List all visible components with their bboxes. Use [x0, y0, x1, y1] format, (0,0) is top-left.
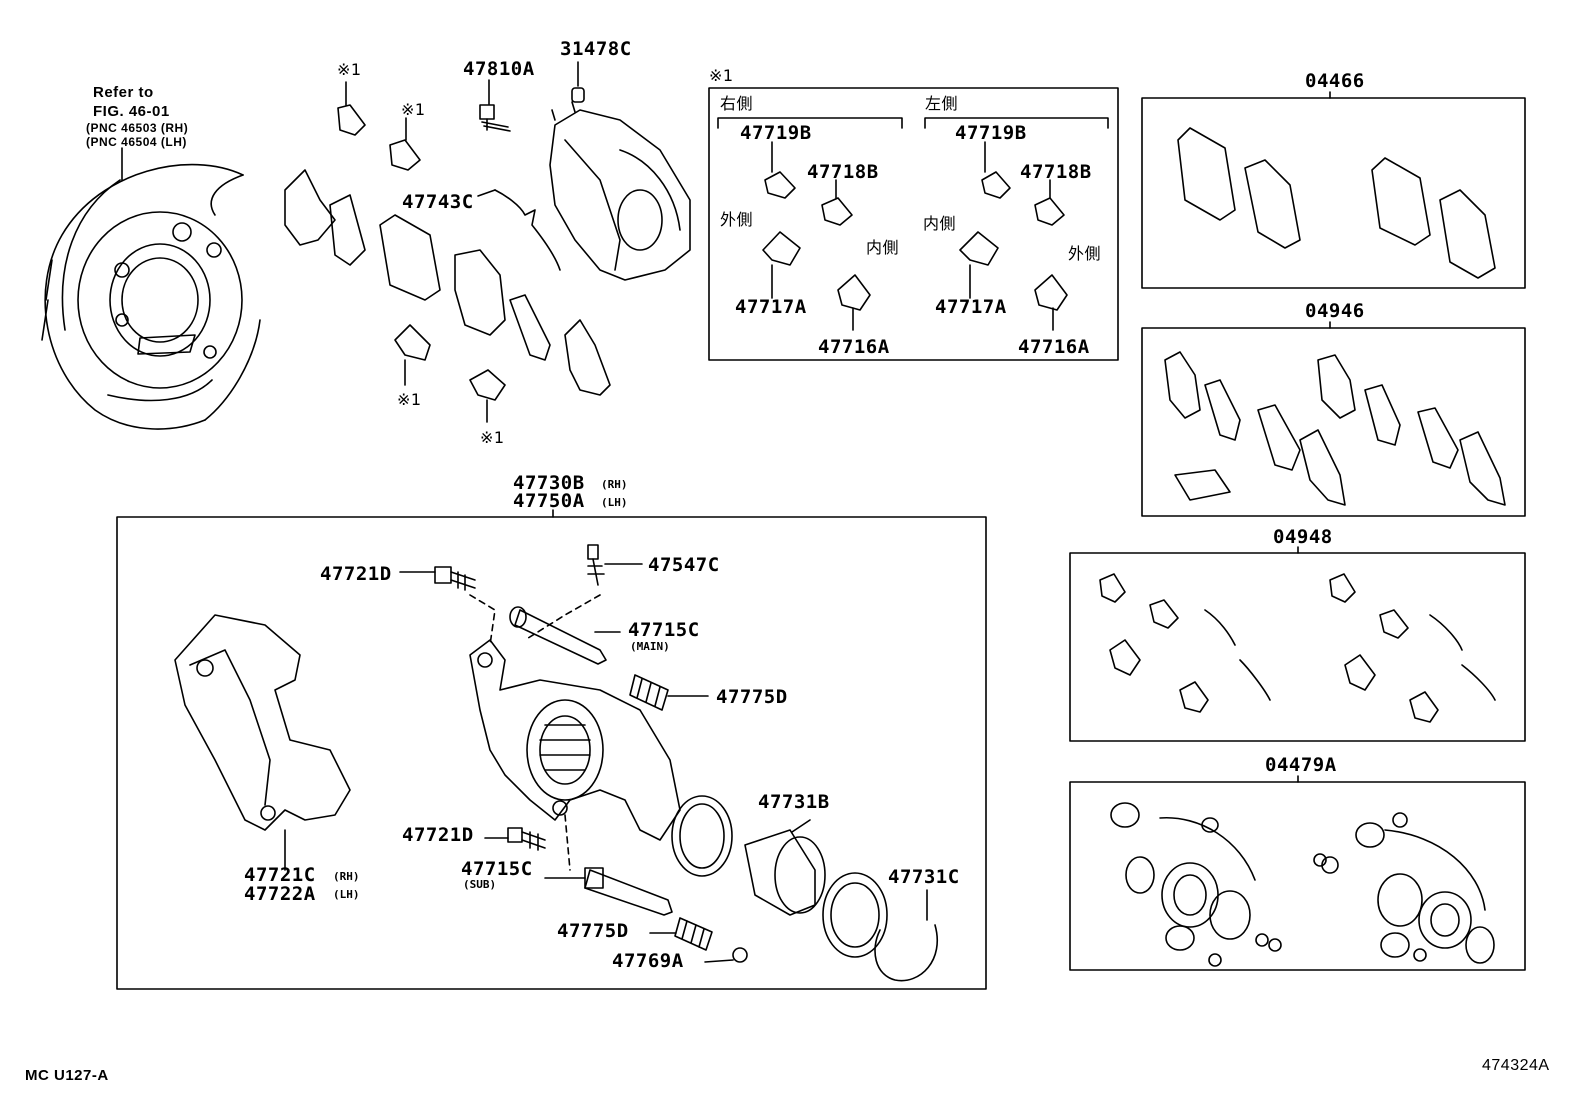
part-number: 47715C [461, 858, 533, 880]
shim-parts-left-icon [959, 171, 1068, 311]
assembly-dashed-line [564, 814, 571, 871]
bolt-icon [479, 104, 511, 132]
part-number: 47721C [244, 864, 316, 886]
part-number: 47775D [716, 686, 788, 708]
shim-parts-right-icon [762, 171, 871, 311]
refer-figure: FIG. 46-01 [93, 103, 170, 120]
shim-box-title: ※1 [709, 66, 734, 85]
kit-number: 04466 [1305, 70, 1365, 92]
part-number: 47718B [807, 161, 879, 183]
part-number: 47721D [320, 563, 392, 585]
part-number: 47547C [648, 554, 720, 576]
slide-pin-main-icon [509, 606, 607, 665]
part-number: 47716A [1018, 336, 1090, 358]
part-number: 47775D [557, 920, 629, 942]
note-mark: ※1 [480, 428, 505, 447]
note-mark: ※1 [337, 60, 362, 79]
footer-code: MC U127-A [25, 1067, 109, 1084]
outer-label: 外側 [720, 210, 754, 229]
lh-tag: (LH) [601, 496, 628, 509]
caliper-assy-rh: 47730B [513, 472, 585, 494]
anti-rattle-spring-icon [494, 189, 561, 271]
part-number: 47810A [463, 58, 535, 80]
backing-plate-icon [41, 163, 261, 430]
part-number: 47722A [244, 883, 316, 905]
sub-tag: (SUB) [463, 878, 497, 891]
kit-number: 04479A [1265, 754, 1337, 776]
part-number: 47721D [402, 824, 474, 846]
part-number: 47731C [888, 866, 960, 888]
part-number: 47715C [628, 619, 700, 641]
leader-line [704, 959, 734, 963]
kit-box-fittings [1069, 552, 1526, 742]
kit-number: 04948 [1273, 526, 1333, 548]
right-side-bracket [717, 117, 903, 129]
pin-boot-lower-icon [674, 917, 713, 951]
caliper-mounting-icon [174, 614, 351, 831]
kit-box-pads [1141, 97, 1526, 289]
part-number: 47716A [818, 336, 890, 358]
inner-label: 内側 [923, 214, 957, 233]
brake-pad-set-icon [1177, 127, 1496, 279]
lh-tag: (LH) [333, 888, 360, 901]
kit-number: 04946 [1305, 300, 1365, 322]
part-number: 47718B [1020, 161, 1092, 183]
refer-pnc-rh: (PNC 46503 (RH) [86, 121, 189, 135]
bolt-lower-icon [507, 827, 546, 851]
bolt-upper-icon [434, 566, 476, 591]
refer-pnc-lh: (PNC 46504 (LH) [86, 135, 187, 149]
bleeder-plug-icon [587, 544, 605, 586]
part-number: 47719B [955, 122, 1027, 144]
note-mark: ※1 [397, 390, 422, 409]
bleeder-cap-lower-icon [732, 947, 748, 963]
left-side-bracket [924, 117, 1109, 129]
leader-line [477, 189, 496, 197]
part-number: 47717A [935, 296, 1007, 318]
slide-pin-sub-icon [584, 867, 673, 916]
caliper-assy-lh: 47750A [513, 490, 585, 512]
shim-detail-box [708, 87, 1119, 361]
leader-line [791, 819, 811, 833]
pin-boot-upper-icon [629, 674, 669, 711]
part-number: 47719B [740, 122, 812, 144]
part-number: 47743C [402, 191, 474, 213]
shim-set-icon [1164, 351, 1506, 506]
assembly-dashed-line [524, 594, 601, 641]
kit-box-shims [1141, 327, 1526, 517]
cylinder-kit-icon [1110, 802, 1495, 967]
part-number: 47731B [758, 791, 830, 813]
refer-text: Refer to [93, 84, 154, 101]
pad-shim-exploded-icon [284, 104, 611, 401]
part-number: 47717A [735, 296, 807, 318]
caliper-body-icon [469, 639, 681, 841]
illustration-number: 474324A [1482, 1057, 1550, 1074]
bleeder-cap-icon [571, 87, 585, 103]
piston-seal-icon [822, 872, 938, 982]
left-side-label: 左側 [925, 94, 959, 113]
inner-label: 内側 [866, 238, 900, 257]
rh-tag: (RH) [333, 870, 360, 883]
piston-icon [671, 795, 826, 916]
assembly-dashed-line [469, 594, 496, 646]
right-side-label: 右側 [720, 94, 754, 113]
main-tag: (MAIN) [630, 640, 670, 653]
fitting-kit-icon [1099, 573, 1496, 723]
rh-tag: (RH) [601, 478, 628, 491]
caliper-assembly-box [116, 516, 987, 990]
part-number: 47769A [612, 950, 684, 972]
note-mark: ※1 [401, 100, 426, 119]
caliper-assembly-icon [549, 101, 691, 281]
outer-label: 外側 [1068, 244, 1102, 263]
part-number: 31478C [560, 38, 632, 60]
